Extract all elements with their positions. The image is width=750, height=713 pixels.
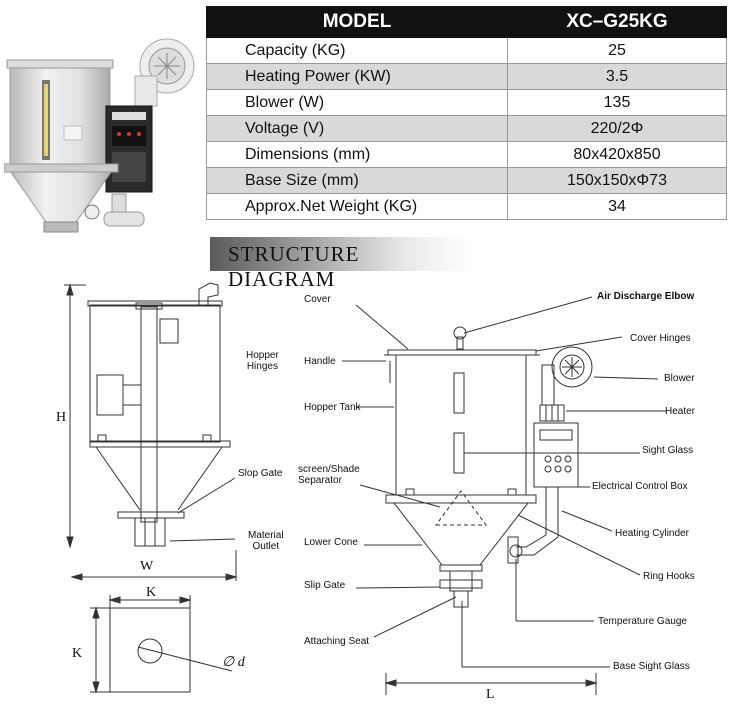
spec-key: Blower (W): [206, 89, 508, 116]
left-diagram: [64, 282, 238, 694]
spec-key: Capacity (KG): [206, 37, 508, 64]
label-dim-h: H: [56, 410, 67, 425]
label-dim-d: ∅ d: [222, 655, 245, 670]
spec-value: 150x150xΦ73: [507, 167, 727, 194]
label-base-sight-glass: Base Sight Glass: [613, 661, 690, 672]
banner-title: STRUCTURE DIAGRAM: [228, 242, 360, 291]
spec-value: 135: [507, 89, 727, 116]
label-temperature-gauge: Temperature Gauge: [598, 616, 687, 627]
spec-row: Heating Power (KW)3.5: [206, 63, 727, 90]
label-hopper-hinges: Hopper Hinges: [246, 350, 279, 372]
spec-header-value: XC–G25KG: [507, 6, 727, 38]
spec-row: Dimensions (mm)80x420x850: [206, 141, 727, 168]
spec-value: 220/2Φ: [507, 115, 727, 142]
spec-key: Dimensions (mm): [206, 141, 508, 168]
label-hopper-tank: Hopper Tank: [304, 402, 361, 413]
label-material-outlet: Material Outlet: [248, 530, 284, 552]
spec-key: Base Size (mm): [206, 167, 508, 194]
spec-value: 25: [507, 37, 727, 64]
label-heater: Heater: [665, 406, 696, 417]
spec-row: Blower (W)135: [206, 89, 727, 116]
product-photo: [4, 38, 195, 233]
label-dim-k-side: K: [72, 646, 83, 661]
label-slip-gate: Slip Gate: [304, 580, 346, 591]
label-sight-glass: Sight Glass: [642, 445, 694, 456]
label-lower-cone: Lower Cone: [304, 537, 358, 548]
label-dim-w: W: [140, 559, 154, 574]
label-handle: Handle: [304, 356, 336, 367]
spec-value: 3.5: [507, 63, 727, 90]
label-electrical-control-box: Electrical Control Box: [592, 481, 688, 492]
label-attaching-seat: Attaching Seat: [304, 636, 370, 647]
spec-header-row: MODEL XC–G25KG: [206, 6, 727, 38]
spec-value: 80x420x850: [507, 141, 727, 168]
spec-key: Approx.Net Weight (KG): [206, 193, 508, 220]
label-slop-gate: Slop Gate: [238, 468, 283, 479]
spec-row: Base Size (mm)150x150xΦ73: [206, 167, 727, 194]
spec-row: Voltage (V)220/2Φ: [206, 115, 727, 142]
label-cover: Cover: [304, 294, 331, 305]
spec-row: Approx.Net Weight (KG)34: [206, 193, 727, 220]
spec-key: Voltage (V): [206, 115, 508, 142]
label-blower: Blower: [664, 373, 695, 384]
label-screen-shade-separator: screen/Shade Separator: [298, 464, 360, 486]
spec-header-key: MODEL: [206, 6, 508, 38]
label-heating-cylinder: Heating Cylinder: [615, 528, 689, 539]
spec-row: Capacity (KG)25: [206, 37, 727, 64]
label-cover-hinges: Cover Hinges: [630, 333, 691, 344]
spec-value: 34: [507, 193, 727, 220]
label-dim-l: L: [486, 687, 495, 702]
label-ring-hooks: Ring Hooks: [643, 571, 695, 582]
spec-table: MODEL XC–G25KG Capacity (KG)25 Heating P…: [206, 6, 727, 220]
right-diagram: [342, 296, 666, 695]
label-air-discharge-elbow: Air Discharge Elbow: [597, 291, 695, 302]
label-dim-k-top: K: [146, 585, 157, 600]
spec-key: Heating Power (KW): [206, 63, 508, 90]
structure-diagram-banner: STRUCTURE DIAGRAM: [210, 237, 470, 291]
